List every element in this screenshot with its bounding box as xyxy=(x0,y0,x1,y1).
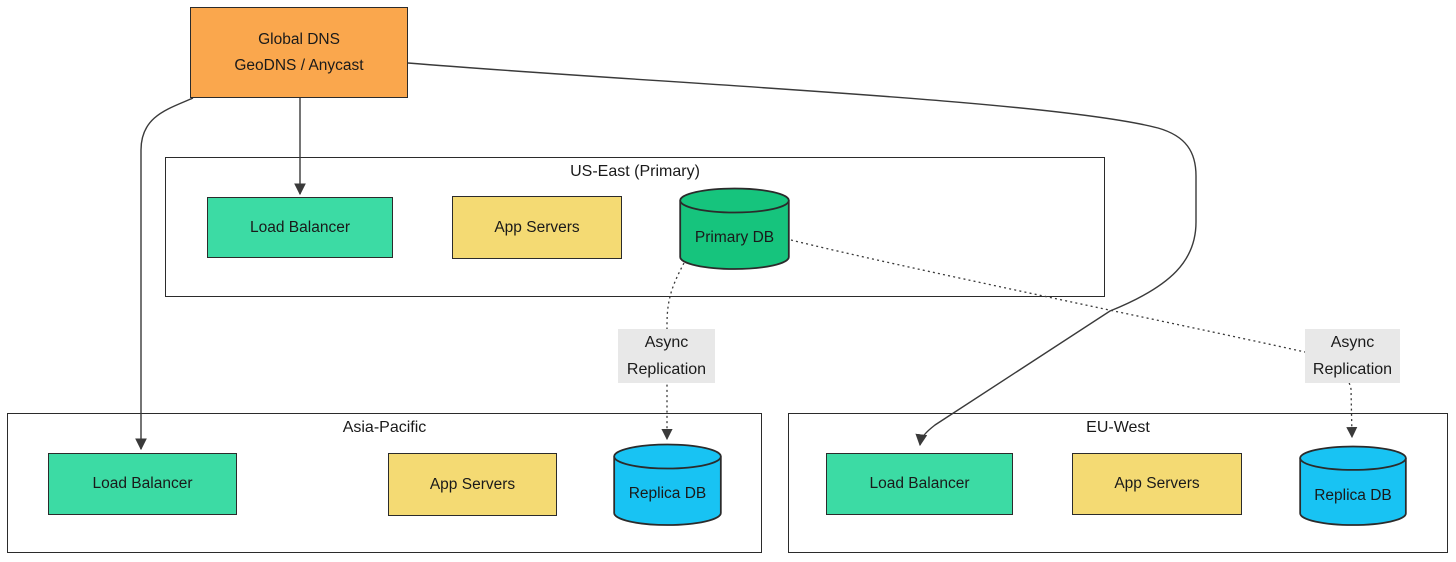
region-asia-pacific-title: Asia-Pacific xyxy=(342,419,427,436)
node-us-east-load-balancer-label: Load Balancer xyxy=(250,218,350,236)
node-us-east-load-balancer: Load Balancer xyxy=(207,197,393,258)
region-eu-west-title: EU-West xyxy=(1086,419,1150,436)
edge-label-async-replication-left: Async Replication xyxy=(618,329,715,383)
node-eu-west-load-balancer: Load Balancer xyxy=(826,453,1013,515)
region-asia-pacific: Asia-Pacific xyxy=(7,413,762,553)
edge-label-async-right-line1: Async xyxy=(1330,334,1375,351)
node-asia-pacific-replica-db-label: Replica DB xyxy=(628,485,707,502)
node-global-dns: Global DNS GeoDNS / Anycast xyxy=(190,7,408,98)
node-eu-west-load-balancer-label: Load Balancer xyxy=(869,475,970,492)
node-primary-db-label: Primary DB xyxy=(694,229,775,246)
region-us-east-title: US-East (Primary) xyxy=(570,163,700,180)
database-cylinder-shape xyxy=(613,443,722,526)
edge-label-async-left-line1: Async xyxy=(644,334,689,351)
node-asia-pacific-app-servers-label: App Servers xyxy=(429,475,516,493)
edge-label-async-replication-right: Async Replication xyxy=(1305,329,1400,383)
node-eu-west-app-servers-label: App Servers xyxy=(1114,475,1200,492)
node-asia-pacific-app-servers: App Servers xyxy=(388,453,557,516)
node-eu-west-app-servers: App Servers xyxy=(1072,453,1242,515)
node-primary-db: Primary DB xyxy=(679,187,790,271)
node-asia-pacific-load-balancer: Load Balancer xyxy=(48,453,237,515)
node-asia-pacific-load-balancer-label: Load Balancer xyxy=(92,475,193,492)
node-us-east-app-servers: App Servers xyxy=(452,196,622,259)
edge-label-async-right-line2: Replication xyxy=(1312,361,1393,378)
node-asia-pacific-replica-db: Replica DB xyxy=(613,443,722,527)
database-cylinder-shape xyxy=(679,187,790,270)
node-eu-west-replica-db: Replica DB xyxy=(1299,445,1407,527)
node-global-dns-line1: Global DNS xyxy=(258,30,340,48)
edge-label-async-left-line2: Replication xyxy=(626,361,707,378)
node-global-dns-line2: GeoDNS / Anycast xyxy=(234,56,364,74)
database-cylinder-shape xyxy=(1299,445,1407,526)
node-eu-west-replica-db-label: Replica DB xyxy=(1314,487,1392,504)
node-us-east-app-servers-label: App Servers xyxy=(494,218,580,236)
